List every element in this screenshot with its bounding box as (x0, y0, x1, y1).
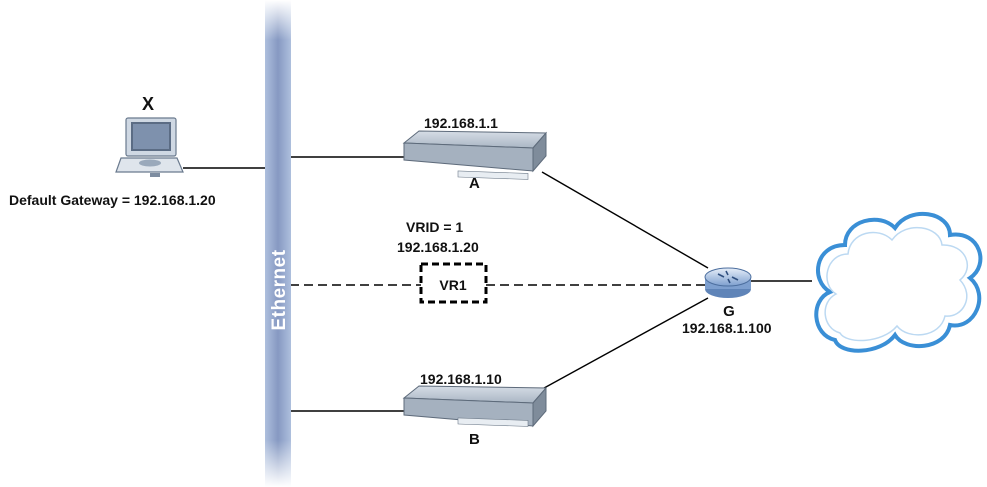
internet-cloud-icon (814, 211, 983, 353)
link-switch-a-to-router (541, 171, 709, 269)
links (183, 156, 812, 412)
virtual-router-name: VR1 (439, 277, 466, 293)
switch-b-name: B (469, 431, 480, 448)
gateway-router-ip: 192.168.1.100 (682, 320, 772, 336)
ethernet-label: Ethernet (269, 249, 290, 330)
host-name: X (142, 94, 154, 114)
virtual-router-box (419, 262, 488, 304)
virtual-router-ip: 192.168.1.20 (397, 239, 479, 255)
switch-b-ip: 192.168.1.10 (420, 371, 502, 387)
switch-a-name: A (469, 175, 480, 192)
switch-a-ip: 192.168.1.1 (424, 115, 498, 131)
ethernet-backbone: Ethernet (265, 0, 291, 487)
desktop-computer-icon (115, 117, 184, 177)
gateway-router-name: G (723, 303, 735, 320)
network-switch-icon (402, 385, 548, 428)
network-switch-icon (402, 130, 548, 180)
link-switch-b-to-router (534, 297, 709, 394)
default-gateway-label: Default Gateway = 192.168.1.20 (9, 192, 216, 208)
vrid-label: VRID = 1 (406, 219, 463, 235)
router-icon (704, 267, 752, 298)
